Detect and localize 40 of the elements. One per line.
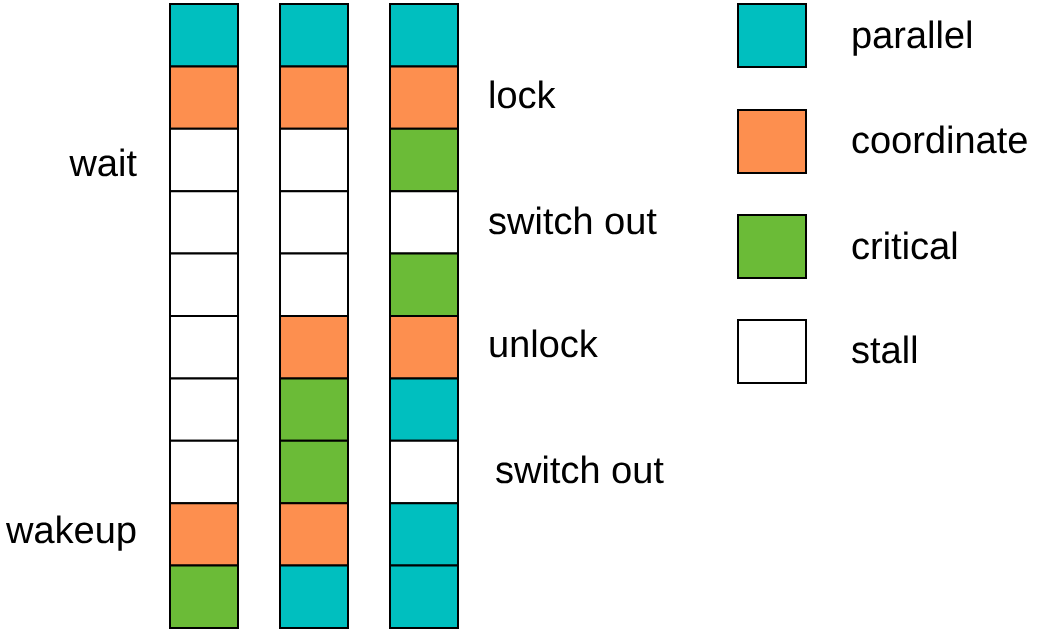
- state-block: [169, 252, 239, 317]
- state-block: [279, 315, 349, 380]
- state-block: [169, 564, 239, 629]
- state-block: [169, 315, 239, 380]
- state-block: [279, 190, 349, 255]
- state-block: [279, 502, 349, 567]
- state-block: [389, 190, 459, 255]
- state-block: [169, 190, 239, 255]
- legend-label: parallel: [853, 20, 971, 56]
- event-label: unlock: [490, 329, 598, 358]
- state-block: [389, 3, 459, 68]
- event-label: switch out: [489, 206, 657, 235]
- state-block: [389, 252, 459, 317]
- event-label: switch out: [496, 455, 664, 484]
- state-block: [389, 564, 459, 629]
- state-block: [279, 65, 349, 130]
- legend-label: coordinate: [852, 125, 1027, 154]
- state-block: [389, 127, 459, 193]
- state-block: [169, 502, 239, 567]
- state-block: [389, 65, 459, 130]
- state-block: [279, 564, 349, 629]
- legend-label: critical: [852, 231, 957, 260]
- legend-label: stall: [852, 335, 917, 364]
- event-label: lock: [490, 80, 556, 109]
- state-block: [169, 3, 239, 68]
- state-block: [169, 127, 239, 193]
- state-block: [279, 127, 349, 193]
- state-block: [389, 315, 459, 380]
- state-block: [169, 377, 239, 442]
- state-block: [169, 439, 239, 505]
- event-label: wait: [69, 148, 137, 177]
- event-label: wakeup: [5, 515, 136, 551]
- state-block: [279, 252, 349, 317]
- state-block: [389, 502, 459, 567]
- state-block: [279, 439, 349, 505]
- state-block: [389, 439, 459, 505]
- state-block: [279, 3, 349, 68]
- state-block: [279, 377, 349, 442]
- state-block: [389, 377, 459, 442]
- state-block: [169, 65, 239, 130]
